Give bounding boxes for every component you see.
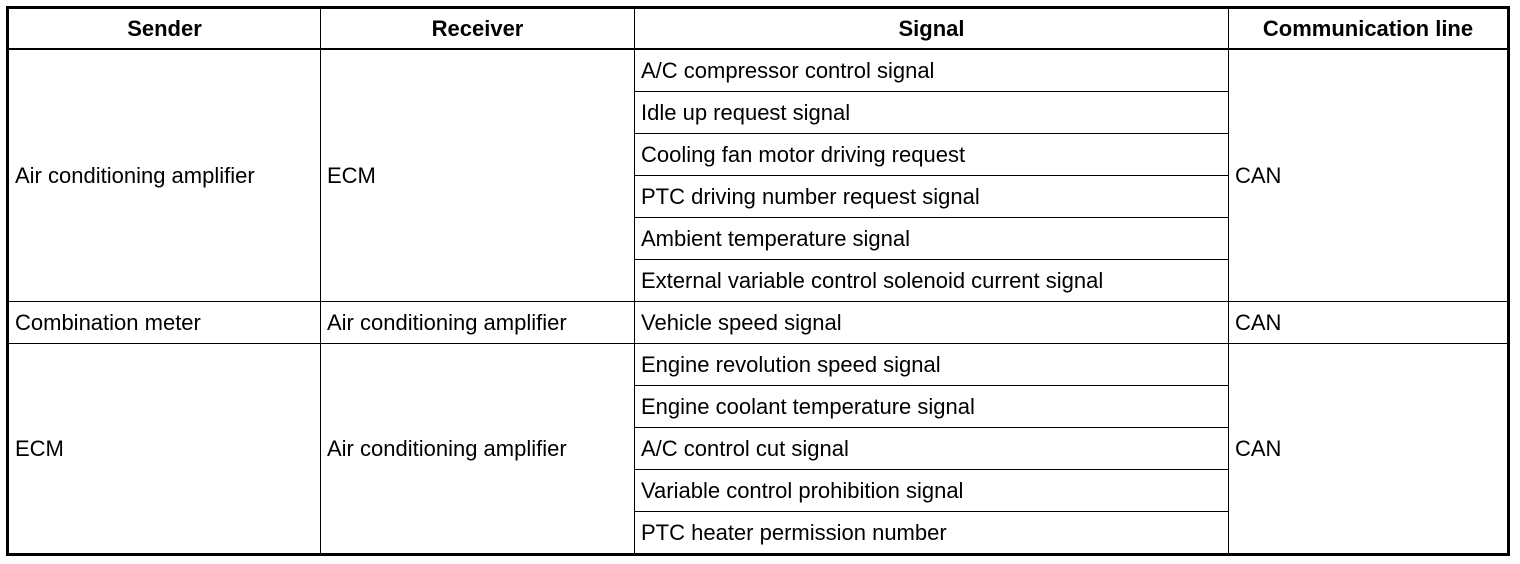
signal-cell: Cooling fan motor driving request <box>634 133 1229 176</box>
signal-cell: Ambient temperature signal <box>634 217 1229 260</box>
receiver-cell: Air conditioning amplifier <box>320 343 635 555</box>
signal-cell: Engine revolution speed signal <box>634 343 1229 386</box>
table-row: Idle up request signal <box>8 91 1509 134</box>
communication-line-cell: CAN <box>1228 48 1509 302</box>
signal-cell: Idle up request signal <box>634 91 1229 134</box>
table-row: PTC heater permission number <box>8 511 1509 555</box>
communication-line-cell: CAN <box>1228 301 1509 344</box>
table-row: Cooling fan motor driving request <box>8 133 1509 176</box>
communication-line-cell: CAN <box>1228 343 1509 555</box>
table-row: Variable control prohibition signal <box>8 469 1509 512</box>
table-row: ECM Air conditioning amplifier Engine re… <box>7 343 1509 555</box>
header-row: Sender Receiver Signal Communication lin… <box>7 7 1509 50</box>
signal-cell: PTC driving number request signal <box>634 175 1229 218</box>
receiver-cell: Air conditioning amplifier <box>320 301 635 344</box>
signal-cell: Variable control prohibition signal <box>634 469 1229 512</box>
signal-cell: Vehicle speed signal <box>634 301 1229 344</box>
header-communication-line: Communication line <box>1228 7 1509 50</box>
signal-cell: PTC heater permission number <box>634 511 1229 555</box>
table-row: Engine coolant temperature signal <box>8 385 1509 428</box>
signal-cell: Engine coolant temperature signal <box>634 385 1229 428</box>
header-signal: Signal <box>634 7 1229 50</box>
table-row: Combination meter Air conditioning ampli… <box>7 301 1509 344</box>
signal-cell: A/C control cut signal <box>634 427 1229 470</box>
sender-cell: Air conditioning amplifier <box>7 48 321 302</box>
table-body: Air conditioning amplifier ECM A/C compr… <box>7 48 1509 555</box>
sender-cell: Combination meter <box>7 301 321 344</box>
table-row: PTC driving number request signal <box>8 175 1509 218</box>
can-communication-table: Sender Receiver Signal Communication lin… <box>6 6 1510 556</box>
signal-cell: External variable control solenoid curre… <box>634 259 1229 302</box>
header-sender: Sender <box>7 7 321 50</box>
signal-cell: A/C compressor control signal <box>634 48 1229 92</box>
receiver-cell: ECM <box>320 48 635 302</box>
header-receiver: Receiver <box>320 7 635 50</box>
table-header: Sender Receiver Signal Communication lin… <box>7 7 1509 50</box>
table-row: Air conditioning amplifier ECM A/C compr… <box>7 48 1509 302</box>
sender-cell: ECM <box>7 343 321 555</box>
